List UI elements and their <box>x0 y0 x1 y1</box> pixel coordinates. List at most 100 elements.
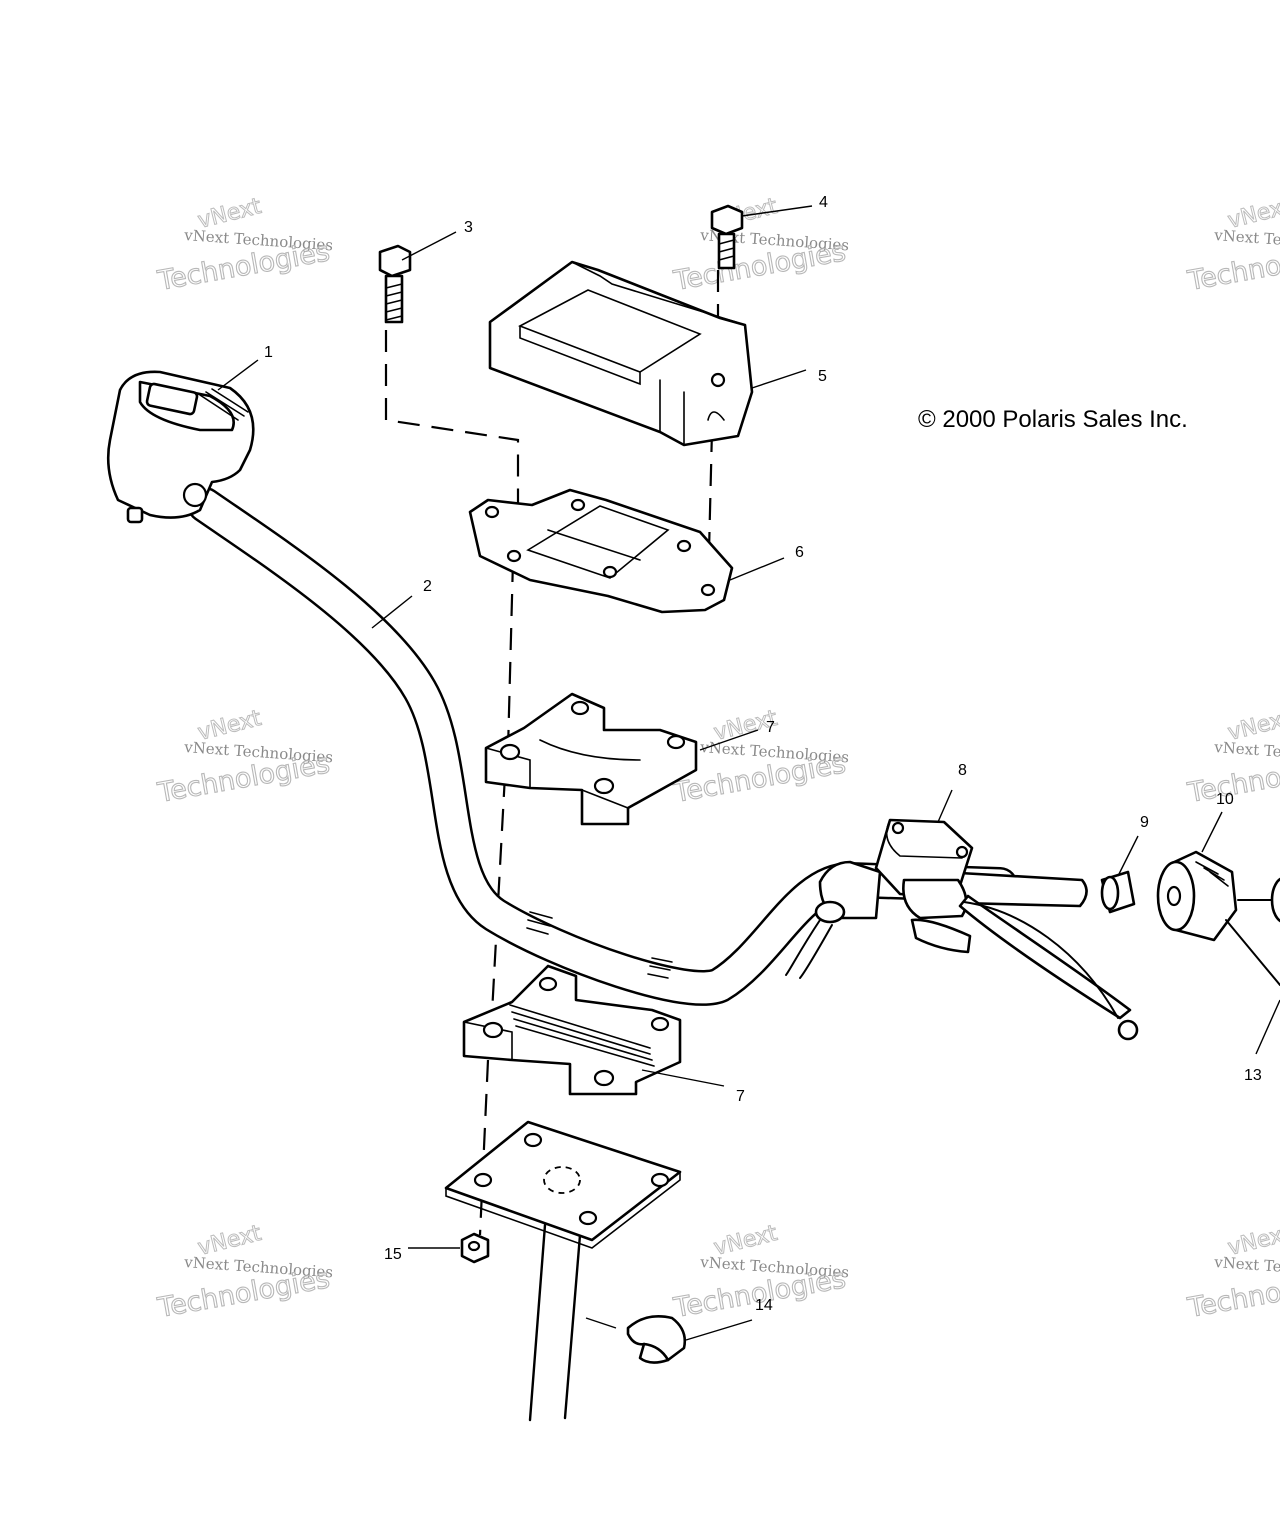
throttle-ribs <box>1195 861 1229 887</box>
clamp-hole <box>666 734 686 750</box>
cover-recess <box>518 289 702 373</box>
leader-10 <box>1201 811 1223 853</box>
lower-clamp <box>462 964 682 1096</box>
master-cylinder <box>814 818 1139 1041</box>
clamp-hole <box>499 743 521 761</box>
callout-5: 5 <box>818 368 827 385</box>
leader-7b <box>641 1069 725 1087</box>
leader-14 <box>685 1319 753 1341</box>
watermark-text: vNext Technologies <box>1213 226 1280 254</box>
leader-2 <box>371 595 413 629</box>
bolt-threads <box>385 283 403 321</box>
throttle-bore <box>1166 885 1182 907</box>
callout-2: 2 <box>423 578 432 595</box>
callout-6: 6 <box>795 544 804 561</box>
leader-13 <box>1255 999 1280 1055</box>
handlebar-cover <box>488 260 754 447</box>
clamp-hole <box>593 1069 615 1087</box>
switch-housing <box>106 370 255 524</box>
reservoir-screw <box>955 845 969 859</box>
leader-7a <box>699 729 759 751</box>
plate-hole <box>602 565 618 579</box>
mount-plate-edge <box>445 1171 681 1249</box>
upper-clamp <box>484 692 698 826</box>
bolt-head <box>378 244 412 278</box>
bar-end-hole <box>182 482 208 508</box>
switch-ribs <box>199 388 249 421</box>
knurl-marks <box>526 911 673 979</box>
plate-hole <box>506 549 522 563</box>
callout-labels: 1 2 3 4 5 6 7 8 9 10 7 13 14 15 <box>264 194 1262 1314</box>
clip-lip <box>638 1342 670 1364</box>
throttle-housing <box>1156 850 1280 986</box>
clamp-hole <box>570 700 590 716</box>
leader-9 <box>1117 835 1139 877</box>
reservoir-screw <box>891 821 905 835</box>
steering-mount-plate <box>444 1120 682 1249</box>
leader-6 <box>729 557 785 581</box>
cover-hole <box>710 372 726 388</box>
handlebar <box>187 487 1088 1006</box>
bolt-threads <box>718 239 735 261</box>
leader-5 <box>751 369 807 389</box>
plate-hole <box>700 583 716 597</box>
plate-hole <box>570 498 586 512</box>
reservoir-cap-edge <box>885 819 963 859</box>
bushing-face <box>1100 875 1120 911</box>
callout-15: 15 <box>384 1246 402 1263</box>
throttle-end-ring <box>1270 877 1280 923</box>
clamp-hole <box>482 1021 504 1039</box>
cover-notch <box>707 411 725 421</box>
plate-hole <box>650 1172 670 1188</box>
plate-hole <box>473 1172 493 1188</box>
bushing <box>1100 870 1136 914</box>
dashed-line-bolt-3 <box>384 330 520 555</box>
cover-recess-depth <box>519 325 641 386</box>
handlebar-tube <box>189 489 1016 1004</box>
right-grip <box>958 871 1088 908</box>
brake-lever <box>958 894 1132 1020</box>
callout-14: 14 <box>755 1297 773 1314</box>
lever-tip <box>1117 1019 1139 1041</box>
leader-4 <box>741 205 813 217</box>
bolt-3 <box>378 244 412 324</box>
wire-clip <box>626 1315 687 1364</box>
center-hole <box>543 1166 581 1194</box>
steering-post-edge <box>528 1223 547 1422</box>
watermark-bottom-right: vNext vNext Technologies Technologies <box>1184 1220 1280 1324</box>
callout-4: 4 <box>819 194 828 211</box>
watermark-top-right: vNext vNext Technologies Technologies <box>1184 193 1280 297</box>
lever-cable <box>963 901 1119 1019</box>
plate-slot <box>547 529 641 561</box>
plate-raised-area <box>526 505 670 579</box>
watermark-text: vNext Technologies <box>1213 1253 1280 1281</box>
leader-lines <box>217 205 1280 1341</box>
steering-post-edge <box>563 1233 582 1420</box>
clamp-hole <box>593 777 615 795</box>
clamp-hole <box>538 976 558 992</box>
nut <box>460 1232 490 1264</box>
mount-plate-body <box>444 1120 682 1242</box>
clamp-hole <box>650 1016 670 1032</box>
upper-clamp-edge <box>581 789 629 809</box>
upper-clamp-saddle <box>539 739 641 761</box>
watermark-text: vNext Technologies <box>1213 738 1280 766</box>
switch-button <box>145 382 199 416</box>
leader-1 <box>217 359 259 391</box>
plate-hole <box>578 1210 598 1226</box>
lower-clamp-saddle-lines <box>509 1004 655 1067</box>
leader-post <box>585 1317 617 1329</box>
callout-7-upper: 7 <box>766 719 775 736</box>
callout-3: 3 <box>464 219 473 236</box>
callout-8: 8 <box>958 762 967 779</box>
cover-side-lines <box>659 379 685 446</box>
dashed-line-clamp-to-nut <box>478 1059 490 1236</box>
watermark-bottom-left: vNext vNext Technologies Technologies <box>154 1220 333 1324</box>
callout-1: 1 <box>264 344 273 361</box>
leader-3 <box>401 231 457 261</box>
plate-body <box>468 488 734 614</box>
upper-clamp-body <box>484 692 698 826</box>
cylinder-fitting <box>814 900 846 924</box>
copyright-notice: © 2000 Polaris Sales Inc. <box>918 406 1188 433</box>
